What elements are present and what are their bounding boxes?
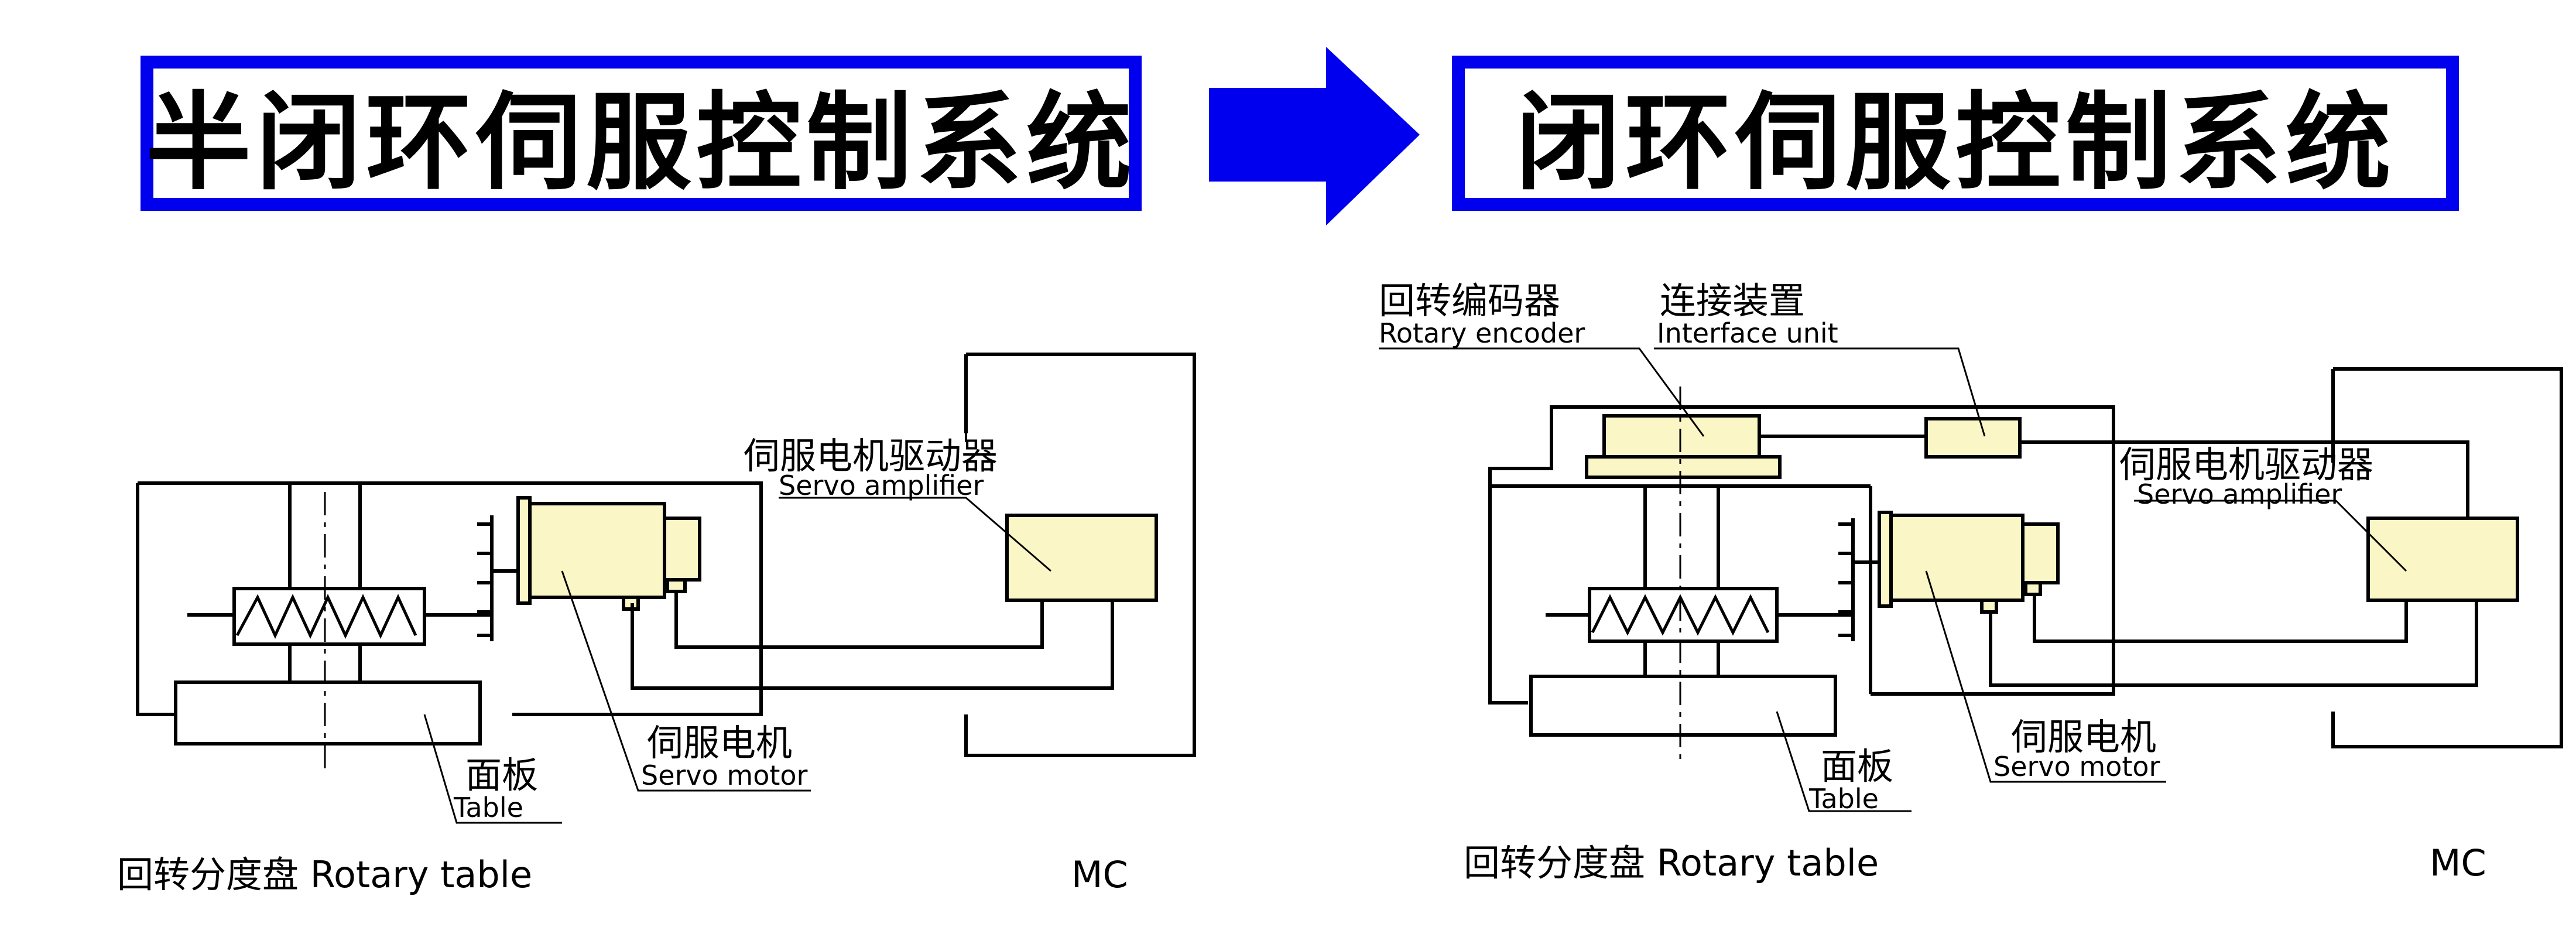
title-box-semi-closed-loop: 半闭环伺服控制系统 <box>141 56 1142 211</box>
right-rotary-encoder-label-en: Rotary encoder <box>1379 317 1585 349</box>
left-table-label-zh: 面板 <box>465 754 538 796</box>
right-servo-motor-label-zh: 伺服电机 <box>2011 716 2156 758</box>
left-diagram <box>136 353 1196 824</box>
title-semi-closed-loop: 半闭环伺服控制系统 <box>146 82 1137 204</box>
right-interface-unit-label-zh: 连接装置 <box>1660 279 1805 322</box>
right-mc-caption: MC <box>2430 842 2486 884</box>
left-servo-motor-label-en: Servo motor <box>641 760 808 791</box>
left-mc-caption: MC <box>1071 853 1128 896</box>
right-interface-unit-label-en: Interface unit <box>1657 317 1838 349</box>
right-mc-cabinet <box>2331 367 2563 748</box>
left-mc-cabinet <box>964 353 1196 757</box>
right-rotary-table-housing <box>1488 405 2115 696</box>
right-servo-amplifier-label-zh: 伺服电机驱动器 <box>2119 443 2373 486</box>
left-worm-gear <box>232 587 426 646</box>
title-closed-loop: 闭环伺服控制系统 <box>1515 82 2396 204</box>
left-rotary-table-housing <box>138 481 763 716</box>
left-servo-motor <box>528 502 666 599</box>
title-box-closed-loop: 闭环伺服控制系统 <box>1452 56 2459 211</box>
left-rotary-table-caption: 回转分度盘 Rotary table <box>117 853 532 896</box>
right-servo-amplifier-label-en: Servo amplifier <box>2137 478 2342 510</box>
right-interface-unit <box>1924 417 2022 459</box>
right-servo-amplifier <box>2366 517 2519 602</box>
right-rotary-encoder-label-zh: 回转编码器 <box>1379 279 1560 322</box>
left-motor-encoder <box>663 517 701 582</box>
left-servo-motor-label-zh: 伺服电机 <box>647 721 792 764</box>
right-motor-encoder <box>2021 522 2060 584</box>
right-rotary-table-caption: 回转分度盘 Rotary table <box>1464 842 1879 884</box>
left-table <box>174 680 482 746</box>
left-servo-amplifier-label-zh: 伺服电机驱动器 <box>744 435 998 477</box>
right-rotary-encoder <box>1602 414 1761 459</box>
right-servo-motor-label-en: Servo motor <box>1993 751 2160 782</box>
right-table-label-zh: 面板 <box>1821 745 1893 788</box>
right-servo-motor <box>1889 514 2025 602</box>
right-table-label-en: Table <box>1808 783 1879 815</box>
left-table-label-en: Table <box>453 792 523 823</box>
right-diagram <box>1379 347 2563 812</box>
left-servo-amplifier <box>1005 514 1158 602</box>
left-servo-amplifier-label-en: Servo amplifier <box>779 470 984 501</box>
arrow-icon <box>1209 47 1420 225</box>
right-table <box>1529 675 1837 737</box>
